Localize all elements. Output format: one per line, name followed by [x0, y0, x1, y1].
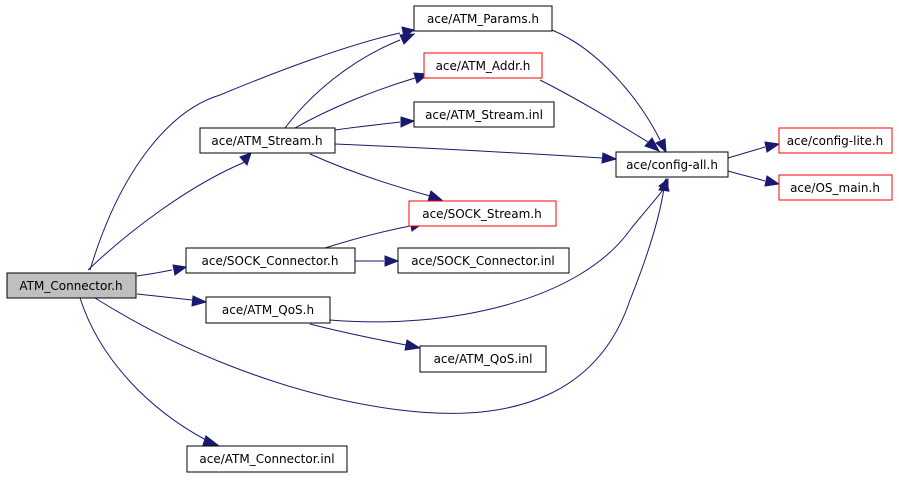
- edge-config-all-to-os-main: [727, 170, 766, 182]
- edge-root-to-atm-params: [89, 32, 401, 271]
- arrowhead: [191, 295, 208, 307]
- node-label: ace/config-lite.h: [787, 134, 884, 148]
- node-label: ace/ATM_Params.h: [427, 12, 539, 26]
- edge-atm-stream-to-atm-params: [284, 39, 401, 129]
- node-atm-connector-h[interactable]: ATM_Connector.h: [6, 272, 137, 299]
- edge-atm-qos-to-atm-qos-inl: [309, 323, 407, 346]
- edge-atm-stream-to-atm-addr: [294, 77, 416, 129]
- node-label: ace/OS_main.h: [790, 181, 880, 195]
- arrowhead: [427, 190, 445, 202]
- node-config-all-h[interactable]: ace/config-all.h: [615, 151, 729, 178]
- arrowhead: [400, 116, 416, 128]
- node-atm-stream-h[interactable]: ace/ATM_Stream.h: [199, 127, 336, 154]
- node-sock-stream-h[interactable]: ace/SOCK_Stream.h: [408, 200, 557, 227]
- arrowhead: [601, 152, 618, 164]
- edge-root-to-config-all: [94, 187, 665, 414]
- arrowhead: [172, 264, 188, 276]
- node-atm-qos-inl[interactable]: ace/ATM_QoS.inl: [419, 345, 547, 373]
- edge-atm-qos-to-config-all: [329, 187, 665, 323]
- node-atm-qos-h[interactable]: ace/ATM_QoS.h: [205, 296, 331, 324]
- node-label: ace/config-all.h: [626, 158, 718, 172]
- node-atm-params-h[interactable]: ace/ATM_Params.h: [413, 5, 553, 32]
- node-label: ace/SOCK_Stream.h: [422, 207, 542, 221]
- node-label: ace/SOCK_Connector.inl: [411, 254, 555, 268]
- edge-config-all-to-config-lite: [727, 146, 766, 159]
- arrowhead: [764, 141, 781, 153]
- edge-root-to-atm-qos: [136, 293, 193, 301]
- node-label: ace/ATM_QoS.inl: [434, 352, 533, 366]
- node-config-lite-h[interactable]: ace/config-lite.h: [778, 127, 893, 154]
- arrowhead: [384, 255, 400, 267]
- edge-atm-addr-to-config-all: [539, 79, 649, 143]
- node-os-main-h[interactable]: ace/OS_main.h: [778, 174, 893, 201]
- node-sock-connector-inl[interactable]: ace/SOCK_Connector.inl: [397, 247, 570, 274]
- edge-atm-params-to-config-all: [551, 29, 661, 141]
- edge-sock-connector-to-sock-stream: [324, 225, 411, 249]
- node-sock-connector-h[interactable]: ace/SOCK_Connector.h: [185, 247, 356, 274]
- edge-root-to-sock-connector: [136, 269, 173, 277]
- arrowhead: [239, 152, 252, 166]
- arrowhead: [644, 137, 661, 152]
- arrowhead: [404, 339, 422, 351]
- node-label: ATM_Connector.h: [19, 279, 122, 293]
- arrowhead: [764, 175, 781, 187]
- edge-atm-stream-to-config-all: [334, 143, 603, 159]
- nodes: ATM_Connector.h ace/ATM_Params.h ace/ATM…: [6, 5, 893, 473]
- node-label: ace/ATM_QoS.h: [222, 303, 314, 317]
- node-atm-connector-inl[interactable]: ace/ATM_Connector.inl: [186, 445, 348, 473]
- edge-atm-stream-to-sock-stream: [309, 153, 431, 197]
- node-label: ace/SOCK_Connector.h: [202, 254, 339, 268]
- arrowhead: [399, 33, 416, 45]
- edge-root-to-atm-connector-inl: [79, 297, 207, 441]
- arrowhead: [202, 435, 221, 447]
- edge-root-to-atm-stream: [87, 161, 246, 271]
- node-label: ace/ATM_Stream.inl: [425, 108, 543, 122]
- arrowhead: [655, 138, 667, 154]
- node-atm-addr-h[interactable]: ace/ATM_Addr.h: [423, 52, 543, 79]
- node-atm-stream-inl[interactable]: ace/ATM_Stream.inl: [413, 101, 555, 128]
- node-label: ace/ATM_Stream.h: [211, 134, 322, 148]
- node-label: ace/ATM_Addr.h: [436, 59, 531, 73]
- node-label: ace/ATM_Connector.inl: [199, 452, 334, 466]
- edges: [79, 26, 781, 447]
- edge-atm-stream-to-atm-stream-inl: [334, 121, 401, 131]
- arrowhead: [658, 177, 669, 192]
